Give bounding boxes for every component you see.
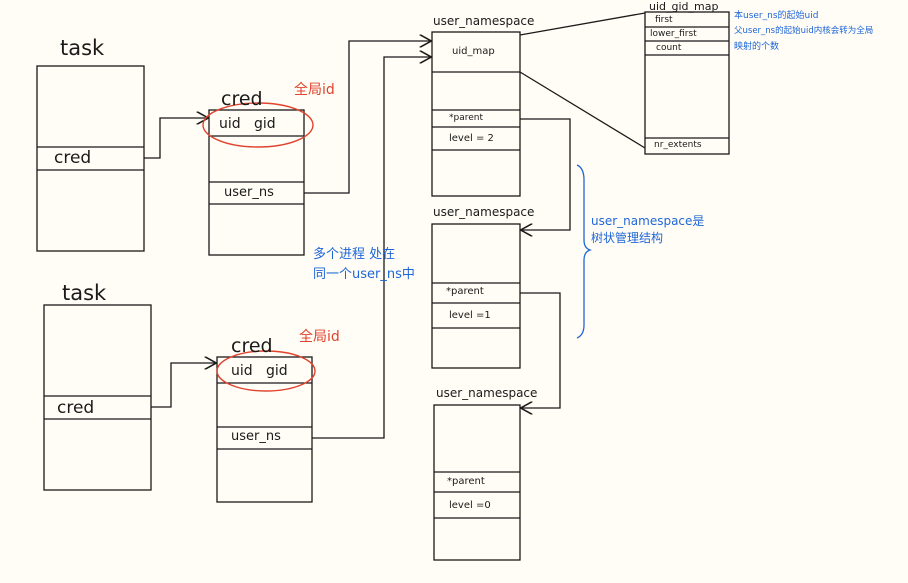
shared-ns-note-line1: 多个进程 处在 bbox=[313, 247, 396, 262]
shared-ns-note-line2: 同一个user_ns中 bbox=[313, 267, 415, 282]
cred1-global-id-note: 全局id bbox=[294, 82, 335, 98]
cred2-global-id-note: 全局id bbox=[299, 329, 340, 345]
cred2-box bbox=[216, 356, 313, 503]
tree-note-line1: user_namespace是 bbox=[591, 214, 705, 228]
cred1-highlight bbox=[202, 102, 314, 148]
ns1-title: user_namespace bbox=[433, 14, 535, 28]
ns2-title: user_namespace bbox=[433, 205, 535, 219]
ns1-box bbox=[431, 31, 521, 197]
cred1-ids: uid gid bbox=[219, 116, 276, 132]
task2-title: task bbox=[62, 281, 107, 305]
cred2-highlight bbox=[216, 350, 316, 392]
map-title: uid_gid_map bbox=[649, 0, 719, 13]
ns3-box bbox=[433, 404, 521, 561]
task2-cred-field: cred bbox=[57, 398, 95, 418]
map-note-lower-first: 父user_ns的起始uid内核会转为全局 bbox=[734, 26, 874, 36]
task2-box bbox=[43, 304, 152, 491]
map-note-first: 本user_ns的起始uid bbox=[734, 11, 819, 21]
ns2-box bbox=[431, 223, 521, 369]
cred2-title: cred bbox=[231, 335, 273, 357]
ns1-uidmap-field: uid_map bbox=[452, 46, 495, 57]
map-extents-field: nr_extents bbox=[654, 140, 702, 150]
cred1-title: cred bbox=[221, 88, 263, 110]
task1-title: task bbox=[60, 36, 105, 60]
tree-note-line2: 树状管理结构 bbox=[591, 231, 664, 245]
ns3-title: user_namespace bbox=[436, 386, 538, 400]
tree-brace bbox=[576, 164, 593, 339]
map-lower-first-field: lower_first bbox=[650, 29, 697, 39]
cred2-ids: uid gid bbox=[231, 363, 288, 379]
ns1-parent-field: *parent bbox=[449, 113, 484, 123]
ns3-parent-field: *parent bbox=[447, 476, 485, 487]
cred2-userns-field: user_ns bbox=[231, 429, 281, 444]
ns2-parent-field: *parent bbox=[446, 286, 484, 297]
task1-cred-field: cred bbox=[54, 148, 92, 168]
cred1-userns-field: user_ns bbox=[224, 185, 274, 200]
map-first-field: first bbox=[655, 15, 673, 25]
map-count-field: count bbox=[656, 43, 682, 53]
ns1-level-field: level = 2 bbox=[449, 133, 494, 144]
ns2-level-field: level =1 bbox=[449, 310, 491, 321]
map-note-count: 映射的个数 bbox=[734, 42, 780, 52]
map-box bbox=[644, 11, 730, 155]
ns3-level-field: level =0 bbox=[449, 500, 491, 511]
